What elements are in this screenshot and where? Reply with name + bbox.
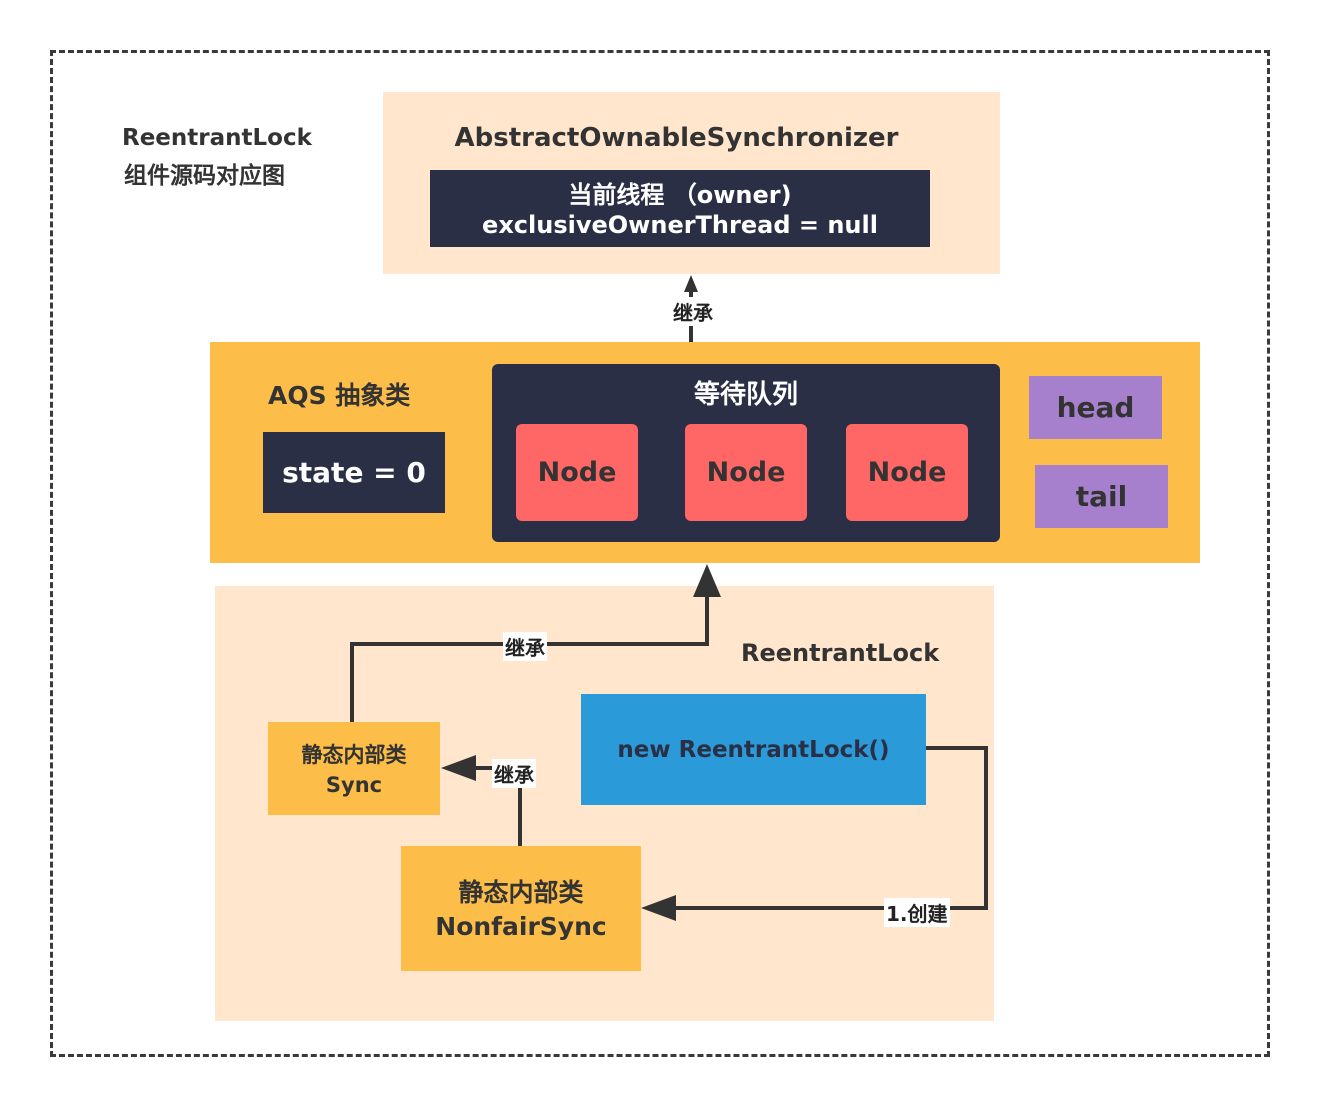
inherit-label-sync: 继承: [492, 759, 536, 788]
owner-line1: 当前线程 （owner): [568, 180, 792, 209]
diagram-frame: [50, 50, 1270, 1057]
aqs-title: AQS 抽象类: [268, 381, 411, 410]
create-label: 1.创建: [884, 898, 950, 927]
wait-queue-title: 等待队列: [693, 379, 798, 410]
aos-title: AbstractOwnableSynchronizer: [454, 123, 899, 153]
tail-pointer: tail: [1035, 465, 1168, 528]
nonfair-line2: NonfairSync: [435, 911, 607, 941]
arrowhead-sync: [441, 755, 476, 781]
queue-node-3: Node: [846, 424, 968, 521]
diagram-title-line2: 组件源码对应图: [124, 163, 285, 189]
arrowhead-aqs: [693, 564, 721, 597]
new-reentrantlock-box: new ReentrantLock(): [581, 694, 926, 805]
queue-node-2: Node: [685, 424, 807, 521]
diagram-title-line1: ReentrantLock: [122, 125, 312, 151]
nonfair-sync-box: 静态内部类 NonfairSync: [401, 846, 641, 971]
edge-create-nonfair: [676, 746, 988, 910]
sync-line2: Sync: [325, 773, 383, 797]
reentrantlock-title: ReentrantLock: [741, 639, 940, 667]
owner-box: 当前线程 （owner) exclusiveOwnerThread = null: [430, 170, 930, 247]
arrowhead-aos: [684, 275, 698, 292]
inherit-label-aqs: 继承: [503, 632, 547, 661]
state-box: state = 0: [263, 432, 445, 513]
sync-class-box: 静态内部类 Sync: [268, 722, 440, 815]
queue-node-1: Node: [516, 424, 638, 521]
nonfair-line1: 静态内部类: [458, 878, 584, 907]
sync-line1: 静态内部类: [301, 743, 407, 767]
inherit-label-aos: 继承: [671, 297, 715, 326]
arrowhead-nonfair: [641, 895, 676, 921]
head-pointer: head: [1029, 376, 1162, 439]
owner-line2: exclusiveOwnerThread = null: [482, 211, 878, 239]
